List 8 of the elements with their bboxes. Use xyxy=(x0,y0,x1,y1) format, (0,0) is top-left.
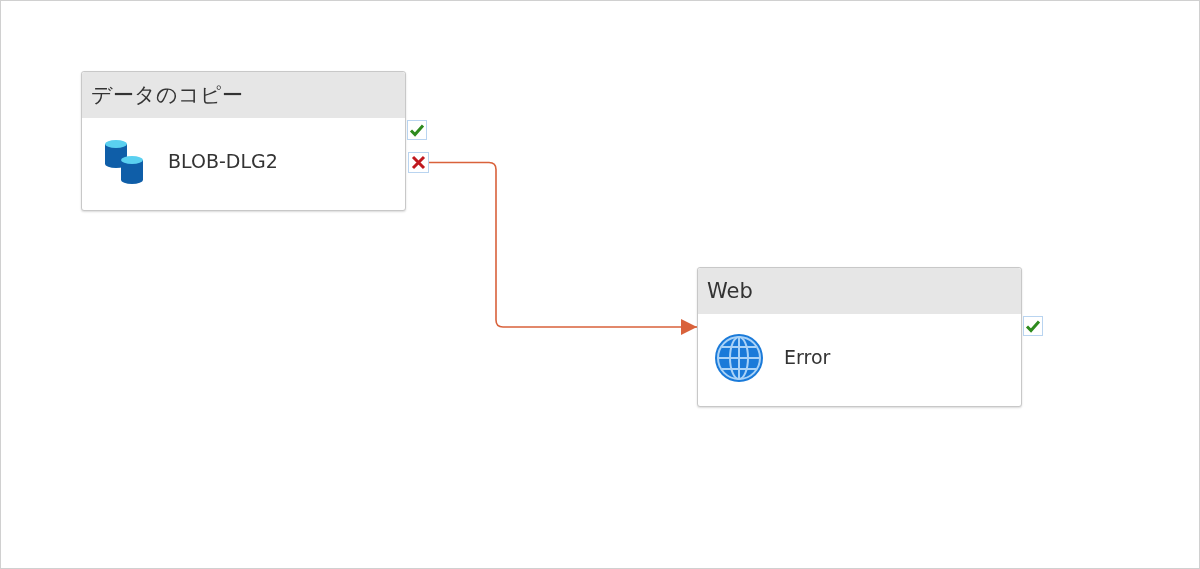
header-bar: Web xyxy=(698,268,1021,314)
failure-handle xyxy=(408,152,429,173)
arrow xyxy=(428,161,698,335)
activity-name: BLOB-DLG2 xyxy=(168,150,278,172)
activity-box xyxy=(697,267,1022,407)
activity-name: Error xyxy=(784,346,831,368)
header-bar: データのコピー xyxy=(82,72,405,118)
activity-box xyxy=(81,71,406,211)
